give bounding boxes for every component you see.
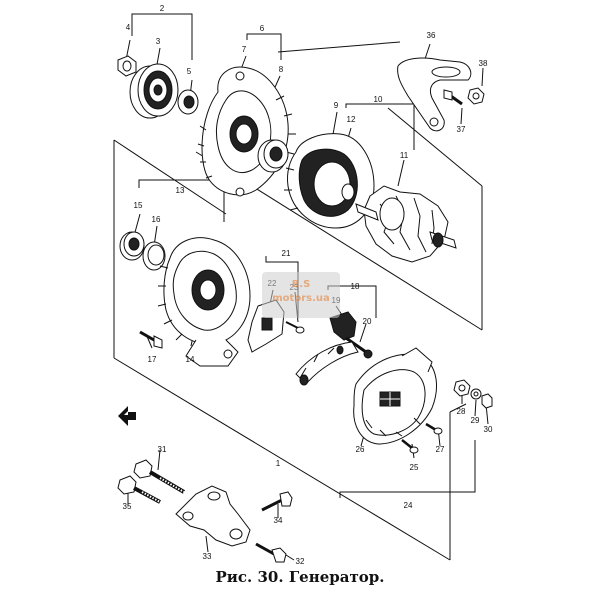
callout-26: 26 bbox=[356, 445, 365, 454]
callout-3: 3 bbox=[156, 37, 161, 46]
bolt-part-27 bbox=[425, 422, 443, 435]
callout-37: 37 bbox=[457, 125, 466, 134]
callout-10: 10 bbox=[374, 95, 383, 104]
rear-housing-part-14 bbox=[157, 237, 251, 367]
cover-ring-part-16 bbox=[142, 241, 166, 271]
nut-part-28 bbox=[453, 379, 471, 397]
callout-34: 34 bbox=[274, 516, 283, 525]
spacer-part-5 bbox=[177, 89, 199, 115]
callout-27: 27 bbox=[436, 445, 445, 454]
bolt-part-17 bbox=[139, 330, 163, 349]
adjusting-bracket-part-36 bbox=[397, 57, 472, 132]
callout-11: 11 bbox=[400, 151, 409, 160]
front-direction-arrow-icon bbox=[118, 406, 136, 426]
callout-31: 31 bbox=[158, 445, 167, 454]
rectifier-part-20 bbox=[295, 341, 359, 386]
callout-32: 32 bbox=[296, 557, 305, 566]
bearing-part-8 bbox=[257, 139, 289, 173]
callout-1: 1 bbox=[276, 459, 281, 468]
callout-5: 5 bbox=[187, 67, 192, 76]
callout-16: 16 bbox=[152, 215, 161, 224]
bolt-part-34 bbox=[261, 491, 293, 512]
ring-part-12 bbox=[341, 183, 355, 201]
bolt-part-35 bbox=[117, 475, 161, 504]
bolt-part-38 bbox=[467, 87, 485, 105]
callout-18: 18 bbox=[351, 282, 360, 291]
callout-13: 13 bbox=[176, 186, 185, 195]
pulley-part-3 bbox=[129, 63, 179, 119]
nut-part-30 bbox=[481, 393, 493, 409]
callout-30: 30 bbox=[484, 425, 493, 434]
callout-17: 17 bbox=[148, 355, 157, 364]
bolt-part-37 bbox=[443, 89, 463, 106]
callout-33: 33 bbox=[203, 552, 212, 561]
callout-35: 35 bbox=[123, 502, 132, 511]
regulator-part-19 bbox=[329, 311, 373, 359]
callout-21: 21 bbox=[282, 249, 291, 258]
callout-15: 15 bbox=[134, 201, 143, 210]
washer-part-29 bbox=[470, 388, 482, 400]
callout-24: 24 bbox=[404, 501, 413, 510]
watermark-text: B.S motors.ua bbox=[272, 279, 330, 304]
rotor-part-11 bbox=[355, 185, 457, 263]
bolt-part-25 bbox=[401, 439, 419, 454]
callout-4: 4 bbox=[126, 23, 131, 32]
callout-14: 14 bbox=[186, 355, 195, 364]
bolt-part-32 bbox=[255, 542, 287, 563]
callout-9: 9 bbox=[334, 101, 339, 110]
callout-25: 25 bbox=[410, 463, 419, 472]
watermark-logo: B.S motors.ua bbox=[262, 272, 340, 318]
callout-29: 29 bbox=[471, 416, 480, 425]
callout-7: 7 bbox=[242, 45, 247, 54]
bolt-part-31 bbox=[133, 459, 186, 494]
callout-36: 36 bbox=[427, 31, 436, 40]
screw-part-23 bbox=[285, 321, 305, 334]
front-housing-part-7 bbox=[197, 66, 296, 197]
callout-20: 20 bbox=[363, 317, 372, 326]
stator-part-9 bbox=[284, 133, 375, 229]
callout-6: 6 bbox=[260, 24, 265, 33]
mounting-bracket-part-33 bbox=[175, 485, 251, 547]
figure-caption: Рис. 30. Генератор. bbox=[215, 568, 385, 586]
callout-12: 12 bbox=[347, 115, 356, 124]
bearing-part-15 bbox=[119, 231, 145, 261]
callout-2: 2 bbox=[160, 4, 165, 13]
nut-part-4 bbox=[117, 55, 137, 77]
rear-cover-part-26 bbox=[353, 347, 437, 445]
callout-38: 38 bbox=[479, 59, 488, 68]
callout-8: 8 bbox=[279, 65, 284, 74]
callout-28: 28 bbox=[457, 407, 466, 416]
